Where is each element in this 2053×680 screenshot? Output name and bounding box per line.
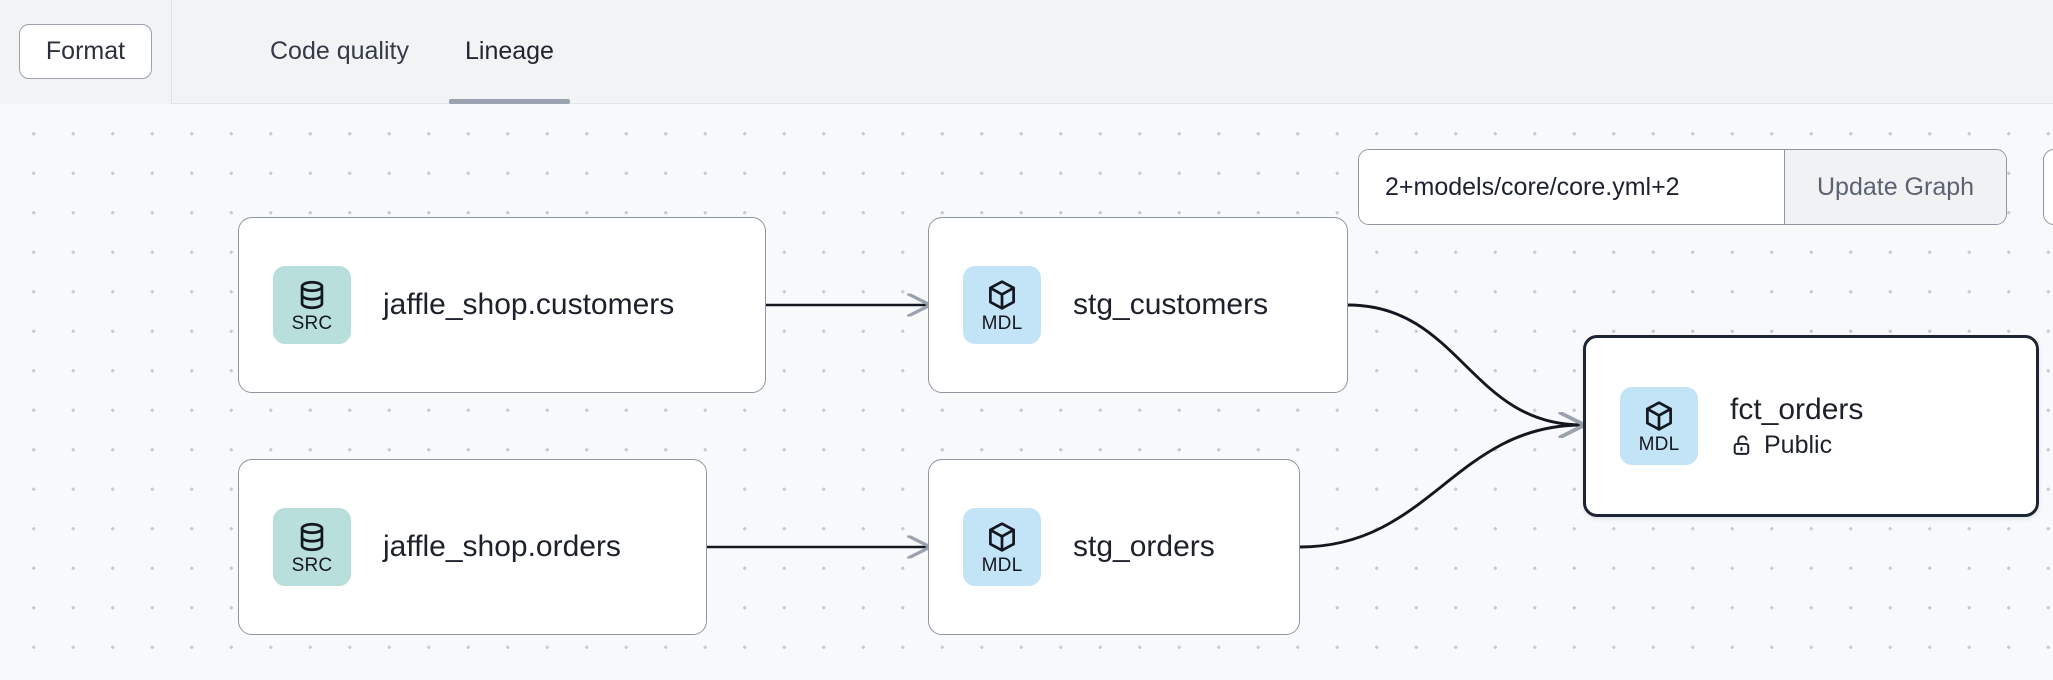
tab-lineage-label: Lineage <box>464 37 554 65</box>
lineage-node-fct-orders[interactable]: MDL fct_orders Public <box>1583 335 2039 517</box>
node-title: stg_orders <box>1073 530 1215 564</box>
node-body: fct_orders Public <box>1730 392 1863 460</box>
src-badge: SRC <box>273 266 351 344</box>
lineage-node-jaffle-shop-customers[interactable]: SRC jaffle_shop.customers <box>238 217 766 393</box>
graph-controls-bar: Update Graph <box>1358 149 2008 225</box>
cube-icon <box>989 521 1015 552</box>
tab-code-quality[interactable]: Code quality <box>242 0 437 104</box>
tab-code-quality-label: Code quality <box>270 37 409 65</box>
src-badge: SRC <box>273 508 351 586</box>
database-icon <box>300 522 324 551</box>
lineage-node-stg-customers[interactable]: MDL stg_customers <box>928 217 1348 393</box>
top-toolbar: Format Code quality Lineage <box>0 0 2053 104</box>
src-badge-label: SRC <box>291 312 333 334</box>
mdl-badge: MDL <box>963 266 1041 344</box>
node-access-label: Public <box>1764 431 1833 460</box>
lineage-edges <box>707 104 2053 680</box>
node-title: jaffle_shop.orders <box>383 530 621 564</box>
edge-stg-customers-to-fct-orders <box>1347 303 1582 425</box>
node-body: jaffle_shop.customers <box>383 287 674 322</box>
node-title: fct_orders <box>1730 392 1864 426</box>
mdl-badge-label: MDL <box>981 554 1023 576</box>
lineage-canvas[interactable]: SRC jaffle_shop.customers MDL stg_custom… <box>0 104 2053 680</box>
node-body: jaffle_shop.orders <box>383 529 621 564</box>
database-icon <box>300 280 324 309</box>
cube-icon <box>1646 400 1672 431</box>
edge-stg-orders-to-fct-orders <box>1299 425 1582 549</box>
src-badge-label: SRC <box>291 554 333 576</box>
node-body: stg_customers <box>1073 287 1268 322</box>
mdl-badge: MDL <box>1620 387 1698 465</box>
mdl-badge: MDL <box>963 508 1041 586</box>
graph-extra-control-cutoff[interactable] <box>2043 149 2053 225</box>
lineage-node-jaffle-shop-orders[interactable]: SRC jaffle_shop.orders <box>238 459 707 635</box>
unlock-icon <box>1733 435 1750 456</box>
graph-selector-input[interactable] <box>1359 150 1784 224</box>
mdl-badge-label: MDL <box>981 312 1023 334</box>
node-title: stg_customers <box>1073 288 1269 322</box>
lineage-node-stg-orders[interactable]: MDL stg_orders <box>928 459 1300 635</box>
format-button-container: Format <box>0 0 172 104</box>
update-graph-button[interactable]: Update Graph <box>1784 150 2007 224</box>
tab-lineage[interactable]: Lineage <box>437 0 582 104</box>
node-title: jaffle_shop.customers <box>383 288 675 322</box>
tab-bar: Code quality Lineage <box>172 0 582 104</box>
node-body: stg_orders <box>1073 529 1215 564</box>
mdl-badge-label: MDL <box>1638 433 1680 455</box>
format-button[interactable]: Format <box>18 24 153 79</box>
node-access-meta: Public <box>1730 431 1863 460</box>
cube-icon <box>989 279 1015 310</box>
